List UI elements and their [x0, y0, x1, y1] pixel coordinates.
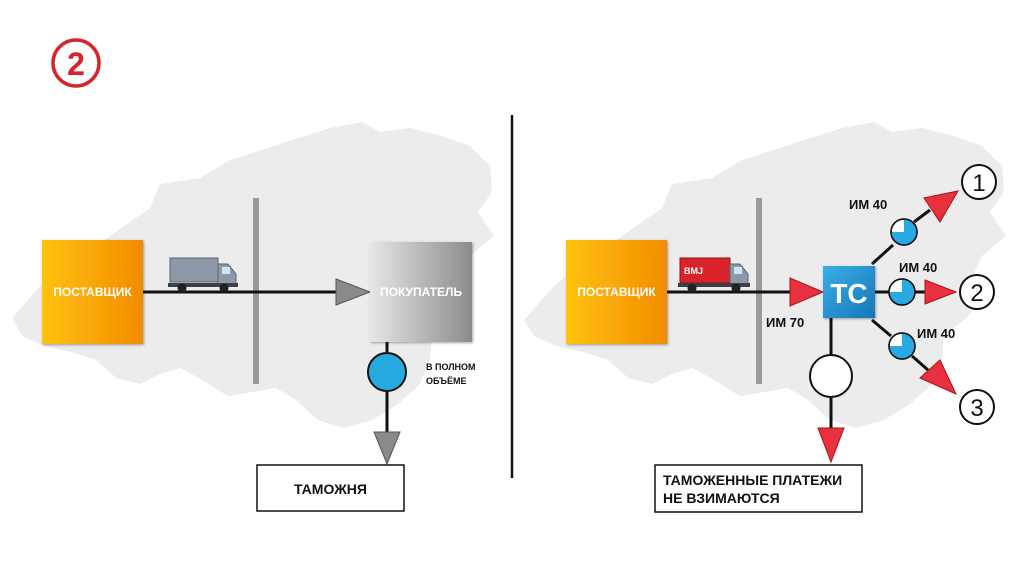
import-main-label: ИМ 70: [766, 315, 804, 330]
supplier-label-right: ПОСТАВЩИК: [577, 285, 656, 299]
arrow-to-buyer: [335, 278, 372, 306]
warehouse-box: [823, 266, 875, 318]
payment-note-line2: ОБЪЁМЕ: [426, 376, 466, 386]
destination-circle-3: [959, 389, 995, 425]
customs-box-right: [654, 464, 863, 513]
customs-label-right-line2: НЕ ВЗИМАЮТСЯ: [663, 490, 780, 506]
buyer-label: ПОКУПАТЕЛЬ: [380, 285, 462, 299]
no-payment-circle: [809, 354, 853, 398]
step-badge-number: 2: [67, 46, 85, 82]
warehouse-label: ТС: [830, 278, 867, 309]
step-badge: 2: [51, 38, 101, 88]
branch-line-1: [870, 243, 895, 266]
buyer-box: [370, 242, 472, 342]
arrow-to-customs-right: [817, 427, 845, 464]
arrow-to-customs-left: [373, 431, 401, 466]
customs-label-right-line1: ТАМОЖЕННЫЕ ПЛАТЕЖИ: [663, 472, 842, 488]
supplier-box-left: [42, 240, 143, 344]
customs-label-left: ТАМОЖНЯ: [294, 481, 367, 497]
branch-label-2: ИМ 40: [899, 260, 937, 275]
destination-number-1: 1: [972, 170, 985, 197]
partial-payment-pie-3: [888, 332, 916, 360]
map-background-right: [524, 122, 1006, 428]
branch-label-1: ИМ 40: [849, 197, 887, 212]
arrow-to-destination-3: [919, 359, 958, 396]
branch-line-3: [871, 318, 892, 338]
destination-circle-2: [959, 274, 995, 310]
full-payment-circle: [367, 352, 407, 392]
destination-circle-1: [961, 164, 997, 200]
destination-number-3: 3: [970, 395, 983, 422]
truck-logo-text: BMJ: [684, 266, 703, 276]
arrow-to-destination-2: [924, 279, 958, 305]
branch-line-1b: [913, 208, 931, 224]
customs-box-left: [256, 464, 405, 512]
branch-label-3: ИМ 40: [917, 326, 955, 341]
branch-line-3b: [911, 354, 929, 372]
arrow-to-warehouse: [789, 277, 825, 307]
arrow-to-destination-1: [923, 190, 959, 223]
partial-payment-pie-2: [888, 278, 916, 306]
truck-icon: [168, 257, 238, 293]
supplier-box-right: [566, 240, 667, 344]
branded-truck-icon: BMJ: [678, 257, 750, 293]
partial-payment-pie-1: [890, 218, 918, 246]
destination-number-2: 2: [970, 280, 983, 307]
supplier-label-left: ПОСТАВЩИК: [53, 285, 132, 299]
payment-note-line1: В ПОЛНОМ: [426, 362, 476, 372]
